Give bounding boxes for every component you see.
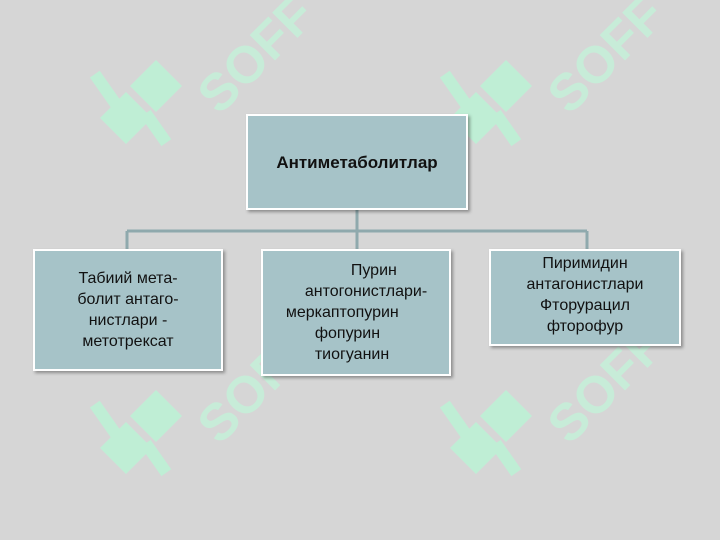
child-node-line: фопурин xyxy=(314,325,381,342)
child-node-line: фторофур xyxy=(546,317,624,335)
child-node-pyrimidine-antagonists: Пиримидин антагонистлари Фторурацил фтор… xyxy=(489,249,681,346)
child-node-line: Фторурацил xyxy=(540,296,630,314)
child-node-line: Табиий мета- xyxy=(78,270,178,287)
child-node-natural-antimetabolites: Табиий мета- болит антаго- нистлари - ме… xyxy=(33,249,223,371)
child-node-line: тиогуанин xyxy=(314,346,390,363)
child-node-line: Пиримидин xyxy=(542,254,628,272)
child-node-line: антагонистлари xyxy=(526,275,644,293)
child-node-line: нистлари - xyxy=(88,312,168,329)
child-node-line: антогонистлари- xyxy=(304,283,428,300)
child-node-text: Табиий мета- болит антаго- нистлари - ме… xyxy=(77,268,178,352)
root-node: Антиметаболитлар xyxy=(246,114,468,210)
child-node-line: метотрексат xyxy=(82,333,174,350)
child-node-line: Пурин xyxy=(350,262,397,279)
child-node-purine-antagonists: Пурин антогонистлари- меркаптопурин фопу… xyxy=(261,249,451,376)
child-node-line: меркаптопурин xyxy=(285,304,399,321)
root-node-label: Антиметаболитлар xyxy=(276,152,438,172)
child-node-text: Пурин антогонистлари- меркаптопурин фопу… xyxy=(285,260,427,365)
child-node-line: болит антаго- xyxy=(77,291,179,308)
child-node-text: Пиримидин антагонистлари Фторурацил фтор… xyxy=(527,253,644,337)
